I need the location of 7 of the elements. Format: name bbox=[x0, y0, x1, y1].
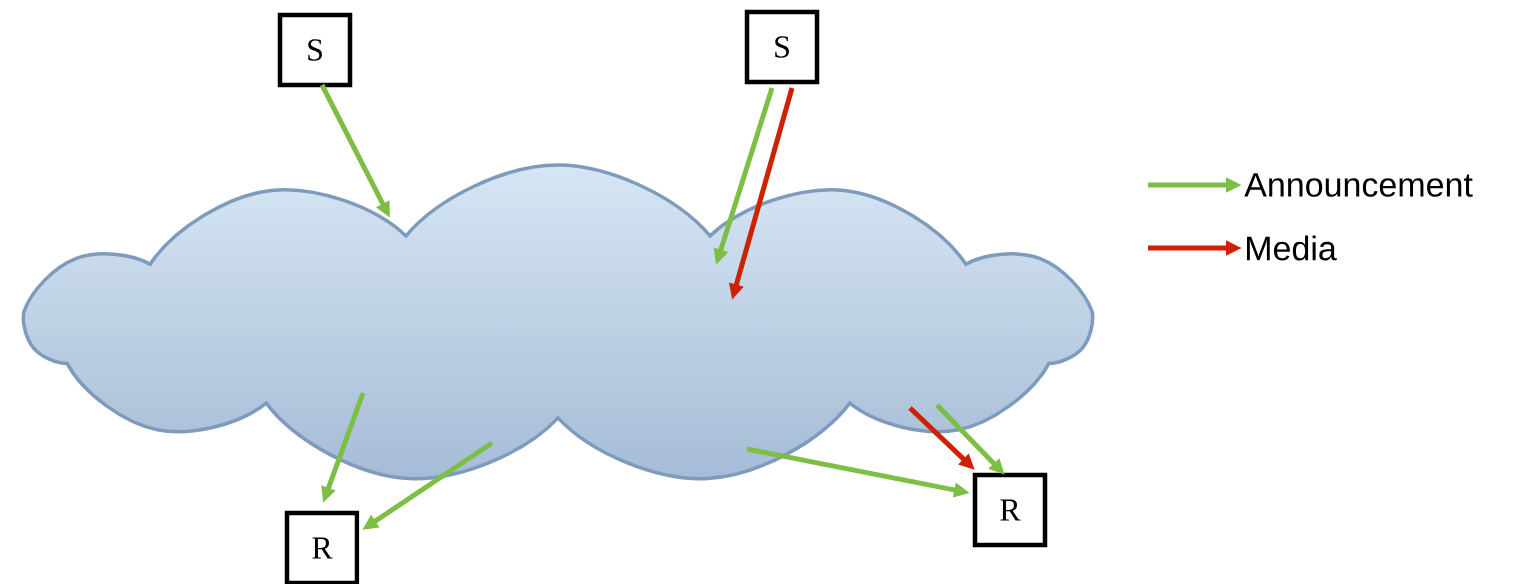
node-box: R bbox=[284, 510, 360, 584]
node-box: R bbox=[972, 472, 1048, 548]
cloud bbox=[21, 163, 1095, 481]
legend-label: Announcement bbox=[1244, 173, 1473, 197]
legend-label: Media bbox=[1247, 235, 1337, 261]
node-box: S bbox=[277, 12, 353, 88]
node-box: S bbox=[744, 9, 820, 85]
